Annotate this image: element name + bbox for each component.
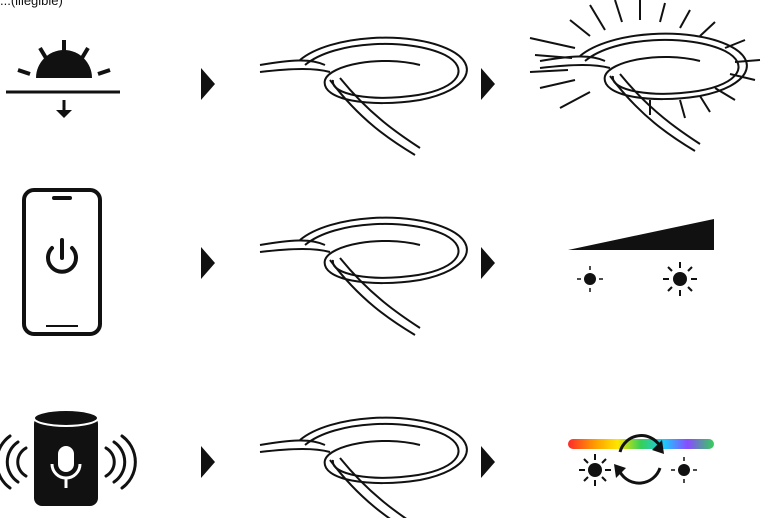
smartphone-power-icon: [24, 190, 100, 334]
arrow-icon: [481, 247, 495, 279]
arrow-icon: [201, 446, 215, 478]
arrow-icon: [201, 247, 215, 279]
led-strip-icon: [260, 218, 467, 335]
arrow-icon: [481, 446, 495, 478]
rgb-color-change-icon: [568, 436, 714, 486]
sunset-sensor-icon: [6, 40, 120, 118]
led-strip-icon: [260, 418, 467, 518]
arrow-icon: [481, 68, 495, 100]
smart-speaker-voice-icon: [0, 410, 135, 506]
led-strip-icon: [260, 38, 467, 155]
brightness-dimming-ramp-icon: [568, 219, 714, 296]
arrow-icon: [201, 68, 215, 100]
glowing-led-strip-icon: [530, 0, 760, 151]
